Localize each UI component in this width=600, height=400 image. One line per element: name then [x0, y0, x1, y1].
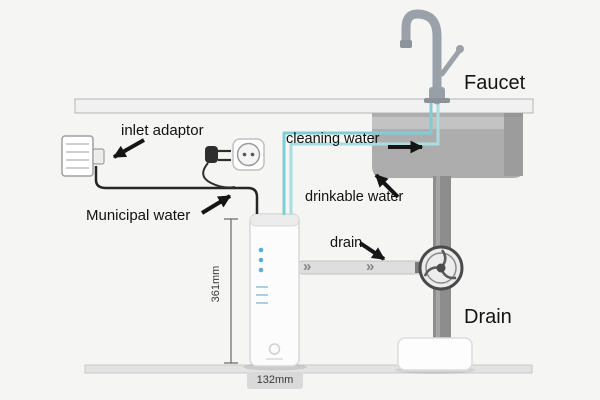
floor	[84, 364, 533, 374]
municipal-water-arrow	[200, 194, 232, 215]
drain-title: Drain	[464, 306, 512, 328]
countertop	[74, 98, 534, 114]
cleaning-water-label: cleaning water	[286, 131, 380, 147]
inlet-adaptor-label: inlet adaptor	[121, 122, 204, 139]
purifier-logo	[268, 343, 281, 355]
height-dimension-line	[224, 218, 238, 364]
drain-arrow	[358, 241, 386, 261]
sink-graphic	[372, 113, 523, 178]
drinkable-water-label: drinkable water	[305, 189, 404, 205]
drain-trap-box	[395, 337, 475, 374]
drinkable-water-arrow	[374, 173, 400, 199]
height-dimension-label: 361mm	[210, 265, 222, 303]
water-tubes	[282, 99, 440, 215]
municipal-water-tube	[94, 166, 259, 214]
inlet-adaptor-device	[61, 135, 105, 177]
inlet-adaptor-arrow	[112, 138, 145, 159]
led-indicator	[258, 267, 264, 273]
led-indicator	[258, 247, 264, 253]
flow-chevron-icon: »	[303, 258, 311, 275]
flow-chevron-icon: »	[366, 258, 374, 275]
faucet-title: Faucet	[464, 72, 526, 94]
width-dimension-label: 132mm	[247, 372, 303, 389]
annotation-arrows	[112, 138, 424, 261]
purifier-unit	[243, 213, 307, 371]
municipal-water-label: Municipal water	[86, 207, 191, 224]
drain-valve	[415, 245, 464, 291]
power-plug-icon	[202, 146, 236, 189]
drain-hose	[296, 260, 424, 275]
power-outlet	[232, 138, 265, 171]
drain-label: drain	[330, 235, 363, 251]
led-indicator	[258, 257, 264, 263]
faucet-graphic	[400, 9, 464, 105]
